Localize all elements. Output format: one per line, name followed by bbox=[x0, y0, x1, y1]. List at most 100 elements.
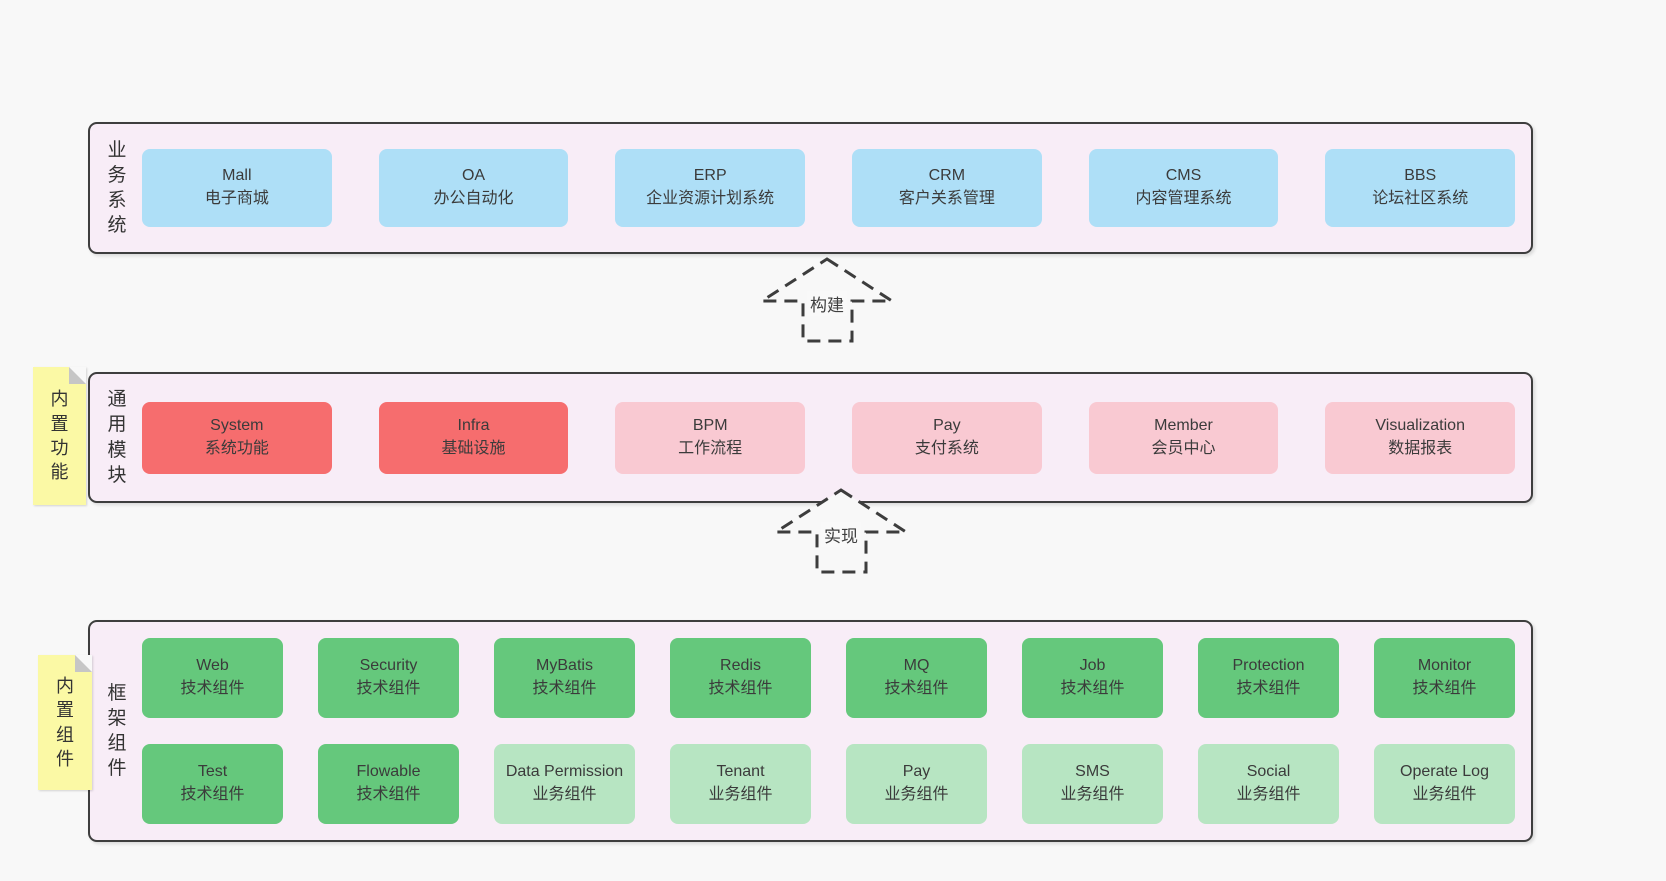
box-subtitle: 内容管理系统 bbox=[1135, 190, 1232, 207]
box-subtitle: 工作流程 bbox=[678, 439, 743, 457]
box-system: System 系统功能 bbox=[142, 401, 332, 474]
box-title: System bbox=[210, 416, 264, 434]
sticky-note-label: 内置组件 bbox=[56, 675, 74, 769]
box-flowable: Flowable 技术组件 bbox=[318, 744, 459, 824]
implement-arrow: 实现 bbox=[771, 487, 911, 575]
box-title: Data Permission bbox=[505, 763, 624, 781]
build-arrow: 构建 bbox=[757, 256, 897, 344]
box-title: Mall bbox=[222, 167, 252, 185]
box-operate-log: Operate Log 业务组件 bbox=[1374, 744, 1515, 824]
panel-label-common-modules: 通用模块 bbox=[107, 389, 127, 486]
modules-box-row: System 系统功能 Infra 基础设施 BPM 工作流程 Pay 支付系统… bbox=[130, 401, 1531, 474]
box-title: MQ bbox=[903, 657, 930, 675]
box-subtitle: 支付系统 bbox=[914, 439, 979, 457]
box-data-permission: Data Permission 业务组件 bbox=[494, 744, 635, 824]
box-title: Job bbox=[1079, 657, 1106, 675]
box-redis: Redis 技术组件 bbox=[670, 638, 811, 718]
box-title: BPM bbox=[692, 416, 728, 434]
box-title: Pay bbox=[902, 763, 931, 781]
box-subtitle: 技术组件 bbox=[708, 680, 773, 697]
box-subtitle: 业务组件 bbox=[708, 786, 773, 803]
build-arrow-label: 构建 bbox=[807, 290, 847, 316]
box-title: Member bbox=[1154, 416, 1213, 434]
box-subtitle: 电子商城 bbox=[204, 190, 269, 207]
box-subtitle: 客户关系管理 bbox=[898, 190, 995, 207]
box-subtitle: 技术组件 bbox=[532, 680, 597, 697]
box-subtitle: 技术组件 bbox=[1236, 680, 1301, 697]
box-title: CRM bbox=[928, 167, 966, 185]
box-title: OA bbox=[461, 167, 486, 185]
box-web: Web 技术组件 bbox=[142, 638, 283, 718]
box-test: Test 技术组件 bbox=[142, 744, 283, 824]
box-subtitle: 企业资源计划系统 bbox=[646, 190, 775, 207]
box-title: BBS bbox=[1404, 167, 1437, 185]
box-infra: Infra 基础设施 bbox=[378, 401, 569, 474]
box-title: Flowable bbox=[356, 763, 421, 781]
box-title: Visualization bbox=[1375, 416, 1465, 434]
box-title: Test bbox=[197, 763, 228, 781]
box-title: CMS bbox=[1165, 167, 1202, 185]
box-subtitle: 业务组件 bbox=[1060, 786, 1125, 803]
sticky-note-builtin-components: 内置组件 bbox=[38, 655, 92, 790]
framework-box-grid: Web 技术组件 Security 技术组件 MyBatis 技术组件 Redi… bbox=[130, 638, 1531, 824]
panel-common-modules: 通用模块 System 系统功能 Infra 基础设施 BPM 工作流程 Pay… bbox=[88, 372, 1533, 503]
folded-corner-icon bbox=[75, 655, 92, 672]
box-title: Social bbox=[1246, 763, 1291, 781]
panel-label-framework-components: 框架组件 bbox=[107, 682, 127, 780]
box-monitor: Monitor 技术组件 bbox=[1374, 638, 1515, 718]
box-crm: CRM 客户关系管理 bbox=[852, 149, 1042, 227]
box-title: Protection bbox=[1232, 657, 1305, 675]
box-subtitle: 技术组件 bbox=[180, 786, 245, 803]
box-title: Monitor bbox=[1417, 657, 1472, 675]
box-subtitle: 办公自动化 bbox=[433, 190, 514, 207]
box-title: Redis bbox=[720, 657, 761, 675]
box-subtitle: 业务组件 bbox=[532, 786, 597, 803]
box-visualization: Visualization 数据报表 bbox=[1325, 401, 1516, 474]
box-subtitle: 技术组件 bbox=[180, 680, 245, 697]
panel-framework-components: 框架组件 Web 技术组件 Security 技术组件 MyBatis 技术组件… bbox=[88, 620, 1533, 842]
box-title: Operate Log bbox=[1400, 763, 1489, 781]
panel-label-business-systems: 业务系统 bbox=[107, 139, 127, 237]
box-subtitle: 业务组件 bbox=[1236, 786, 1301, 803]
box-bbs: BBS 论坛社区系统 bbox=[1325, 149, 1516, 227]
box-security: Security 技术组件 bbox=[318, 638, 459, 718]
box-title: ERP bbox=[693, 167, 727, 185]
box-mybatis: MyBatis 技术组件 bbox=[494, 638, 635, 718]
box-subtitle: 数据报表 bbox=[1388, 439, 1453, 457]
box-sms: SMS 业务组件 bbox=[1022, 744, 1163, 824]
box-subtitle: 业务组件 bbox=[884, 786, 949, 803]
box-title: Infra bbox=[457, 416, 490, 434]
box-title: Pay bbox=[933, 416, 961, 434]
box-job: Job 技术组件 bbox=[1022, 638, 1163, 718]
box-subtitle: 技术组件 bbox=[356, 786, 421, 803]
box-title: MyBatis bbox=[536, 657, 593, 675]
box-pay-module: Pay 支付系统 bbox=[852, 401, 1042, 474]
box-bpm: BPM 工作流程 bbox=[615, 401, 806, 474]
box-tenant: Tenant 业务组件 bbox=[670, 744, 811, 824]
box-protection: Protection 技术组件 bbox=[1198, 638, 1339, 718]
box-title: Web bbox=[196, 657, 229, 675]
sticky-note-label: 内置功能 bbox=[50, 389, 69, 483]
box-mq: MQ 技术组件 bbox=[846, 638, 987, 718]
box-subtitle: 系统功能 bbox=[204, 439, 269, 457]
folded-corner-icon bbox=[69, 367, 86, 384]
box-subtitle: 技术组件 bbox=[884, 680, 949, 697]
box-subtitle: 技术组件 bbox=[1412, 680, 1477, 697]
sticky-note-builtin-features: 内置功能 bbox=[33, 367, 86, 505]
box-cms: CMS 内容管理系统 bbox=[1088, 149, 1279, 227]
box-social: Social 业务组件 bbox=[1198, 744, 1339, 824]
box-erp: ERP 企业资源计划系统 bbox=[615, 149, 806, 227]
box-member: Member 会员中心 bbox=[1088, 401, 1279, 474]
implement-arrow-label: 实现 bbox=[821, 521, 861, 547]
box-subtitle: 技术组件 bbox=[356, 680, 421, 697]
box-mall: Mall 电子商城 bbox=[142, 149, 332, 227]
framework-row-2: Test 技术组件 Flowable 技术组件 Data Permission … bbox=[142, 744, 1515, 824]
box-subtitle: 论坛社区系统 bbox=[1372, 190, 1469, 207]
box-subtitle: 会员中心 bbox=[1151, 439, 1216, 457]
box-oa: OA 办公自动化 bbox=[378, 149, 569, 227]
panel-business-systems: 业务系统 Mall 电子商城 OA 办公自动化 ERP 企业资源计划系统 CRM… bbox=[88, 122, 1533, 254]
box-title: Tenant bbox=[716, 763, 765, 781]
box-title: SMS bbox=[1075, 763, 1110, 781]
box-subtitle: 基础设施 bbox=[441, 439, 506, 457]
